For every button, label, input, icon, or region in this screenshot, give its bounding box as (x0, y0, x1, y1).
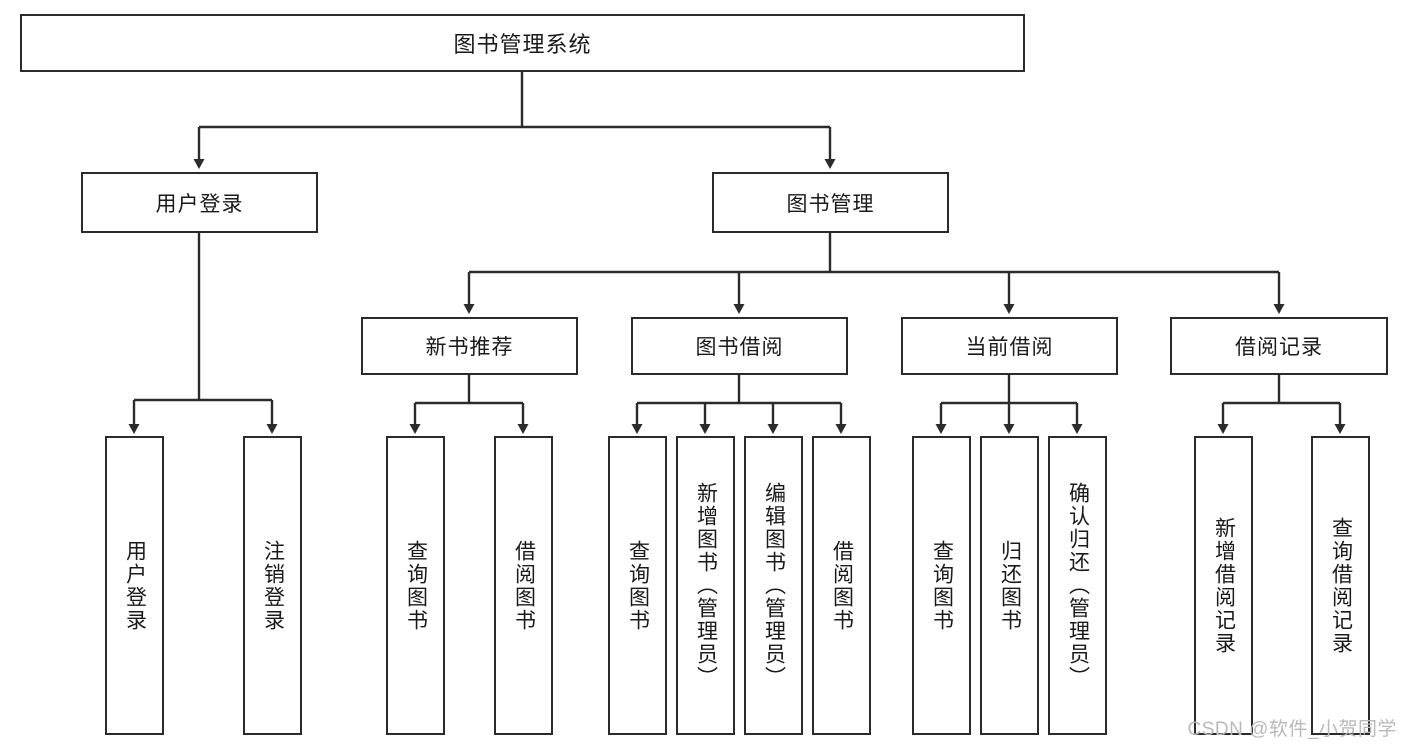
node-new-book-recommend[interactable]: 新书推荐 (361, 317, 578, 375)
leaf-user-login-logout[interactable]: 注销登录 (243, 436, 302, 735)
node-label: 查询图书 (930, 539, 954, 632)
leaf-recommend-borrow-book[interactable]: 借阅图书 (494, 436, 553, 735)
node-label: 新增借阅记录 (1212, 516, 1236, 655)
node-label: 当前借阅 (965, 336, 1054, 359)
node-book-borrow[interactable]: 图书借阅 (631, 317, 848, 375)
node-label: 用户登录 (123, 539, 147, 632)
node-label: 图书借阅 (695, 336, 784, 359)
node-label: 查询图书 (404, 539, 428, 632)
leaf-user-login-login[interactable]: 用户登录 (105, 436, 164, 735)
leaf-record-query-record[interactable]: 查询借阅记录 (1311, 436, 1370, 735)
leaf-recommend-query-book[interactable]: 查询图书 (386, 436, 445, 735)
node-label: 确认归还（管理员） (1066, 482, 1090, 689)
node-label: 新增图书（管理员） (694, 482, 718, 689)
node-label: 归还图书 (998, 539, 1022, 632)
leaf-borrow-add-book[interactable]: 新增图书（管理员） (676, 436, 735, 735)
node-user-login[interactable]: 用户登录 (81, 172, 318, 233)
leaf-borrow-edit-book[interactable]: 编辑图书（管理员） (744, 436, 803, 735)
node-label: 图书管理系统 (453, 32, 592, 57)
node-label: 图书管理 (786, 192, 875, 216)
node-root-system[interactable]: 图书管理系统 (20, 14, 1025, 72)
node-current-borrow[interactable]: 当前借阅 (901, 317, 1118, 375)
node-label: 借阅图书 (512, 539, 536, 632)
node-label: 编辑图书（管理员） (762, 482, 786, 689)
leaf-record-add-record[interactable]: 新增借阅记录 (1194, 436, 1253, 735)
leaf-current-query-book[interactable]: 查询图书 (912, 436, 971, 735)
node-book-management[interactable]: 图书管理 (712, 172, 949, 233)
leaf-current-confirm-return[interactable]: 确认归还（管理员） (1048, 436, 1107, 735)
leaf-borrow-query-book[interactable]: 查询图书 (608, 436, 667, 735)
node-label: 借阅图书 (830, 539, 854, 632)
node-label: 查询借阅记录 (1329, 516, 1353, 655)
leaf-current-return-book[interactable]: 归还图书 (980, 436, 1039, 735)
node-label: 新书推荐 (425, 336, 514, 359)
node-borrow-record[interactable]: 借阅记录 (1170, 317, 1388, 375)
leaf-borrow-borrow-book[interactable]: 借阅图书 (812, 436, 871, 735)
node-label: 用户登录 (155, 192, 244, 216)
node-label: 查询图书 (626, 539, 650, 632)
node-label: 注销登录 (261, 539, 285, 632)
node-label: 借阅记录 (1235, 336, 1323, 359)
